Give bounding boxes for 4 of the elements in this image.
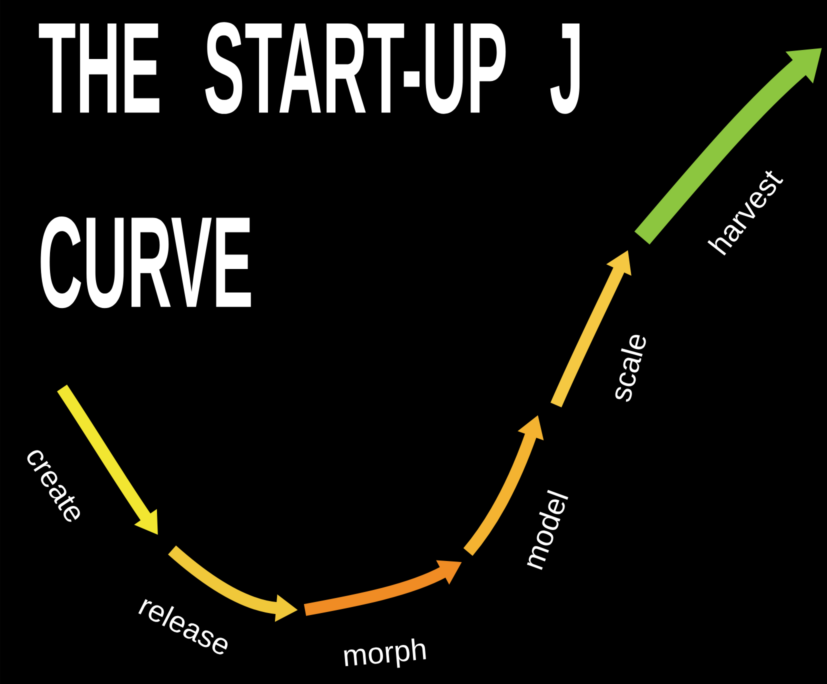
title: THE START-UP J CURVE xyxy=(38,22,580,308)
stage-label: scale xyxy=(615,334,646,402)
stage-label: model xyxy=(526,490,568,570)
stage-label: morph xyxy=(344,638,426,668)
